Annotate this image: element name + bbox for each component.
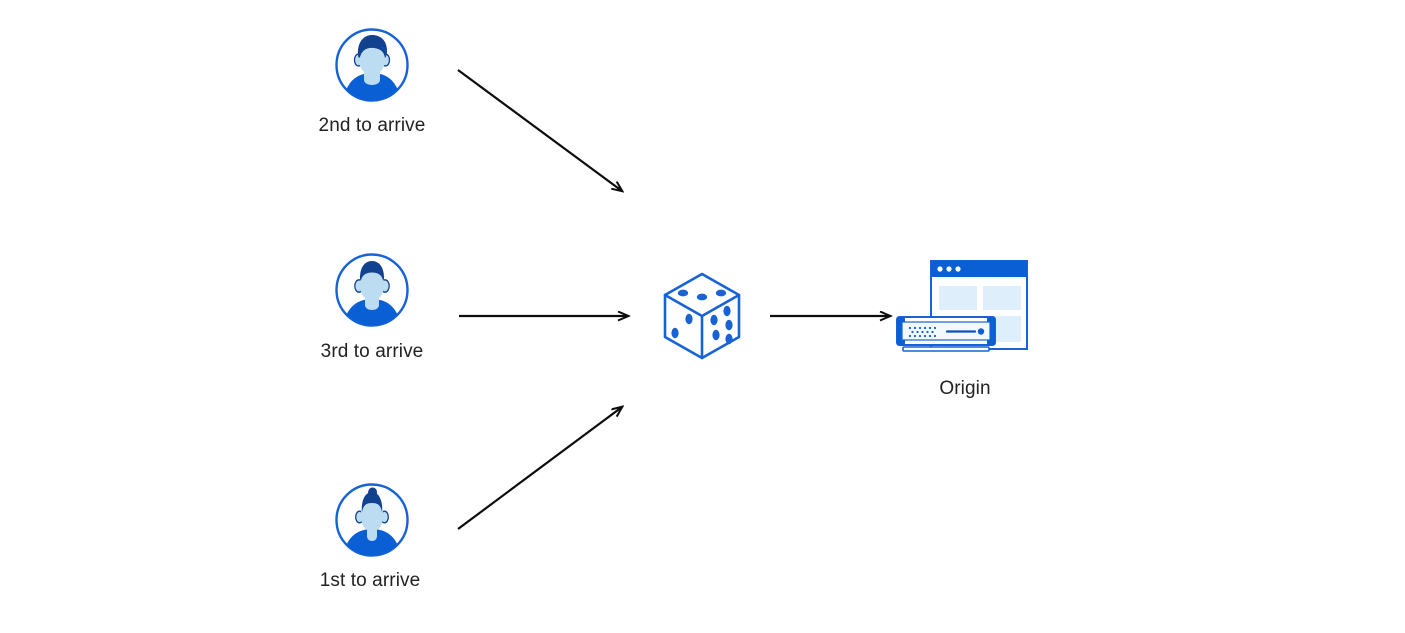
user-avatar-icon	[335, 28, 409, 102]
arrow-1st-to-dice	[457, 407, 622, 530]
user-avatar-icon	[335, 253, 409, 327]
client-label-2nd: 2nd to arrive	[318, 115, 426, 136]
origin-server[interactable]	[893, 258, 1033, 363]
client-avatar-2nd[interactable]	[334, 27, 410, 103]
dice-left-pips	[671, 313, 693, 339]
origin-label: Origin	[939, 378, 991, 399]
client-avatar-3rd[interactable]	[334, 252, 410, 328]
user-avatar-icon	[335, 483, 409, 557]
origin-server-icon	[896, 260, 1028, 352]
client-label-3rd: 3rd to arrive	[320, 341, 424, 362]
dice-top-pips	[677, 289, 727, 301]
client-label-1st: 1st to arrive	[319, 570, 421, 591]
server-device-icon	[896, 316, 996, 352]
dice-right-pips	[710, 305, 733, 345]
randomizer-dice[interactable]	[659, 270, 745, 362]
dice-icon	[663, 272, 741, 360]
arrow-2nd-to-dice	[457, 69, 622, 191]
server-vent-dots	[908, 326, 937, 338]
client-avatar-1st[interactable]	[334, 482, 410, 558]
